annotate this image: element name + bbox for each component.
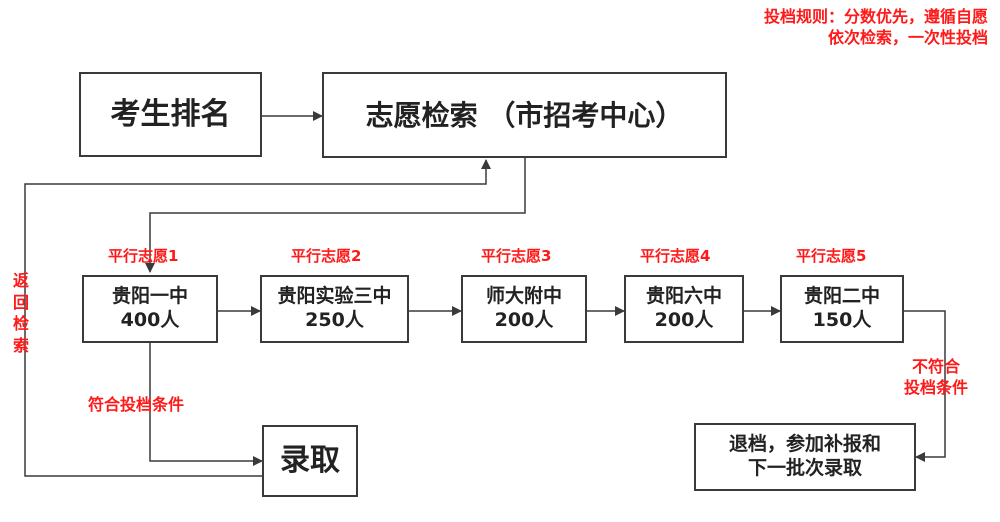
rank-node: 考生排名 bbox=[79, 72, 262, 157]
rule-line-1: 投档规则：分数优先，遵循自愿 bbox=[763, 7, 988, 26]
choice-3-label: 平行志愿3 bbox=[481, 247, 552, 265]
not-qualified-label: 不符合 投档条件 bbox=[904, 357, 968, 399]
choice-2-quota: 250人 bbox=[305, 309, 364, 331]
arrow-choice5-to-reject bbox=[904, 310, 946, 462]
return-char-4: 索 bbox=[13, 335, 30, 355]
rank-node-label: 考生排名 bbox=[110, 96, 231, 132]
choice-2-school: 贵阳实验三中 bbox=[277, 285, 392, 308]
rule-text: 投档规则：分数优先，遵循自愿 依次检索，一次性投档 bbox=[688, 7, 988, 49]
choice-1-node: 贵阳一中 400人 bbox=[82, 275, 218, 343]
choice-5-school: 贵阳二中 bbox=[803, 285, 880, 308]
choice-4-label: 平行志愿4 bbox=[640, 247, 711, 265]
choice-4-node: 贵阳六中 200人 bbox=[624, 275, 744, 343]
choice-5-node: 贵阳二中 150人 bbox=[780, 275, 904, 343]
choice-3-node: 师大附中 200人 bbox=[461, 275, 587, 343]
choice-1-quota: 400人 bbox=[120, 309, 180, 331]
arrow-return-to-search bbox=[24, 159, 491, 477]
choice-4-school: 贵阳六中 bbox=[645, 285, 722, 308]
choice-4-quota: 200人 bbox=[654, 309, 714, 331]
choice-1-label: 平行志愿1 bbox=[108, 247, 179, 265]
arrow-search-to-choice1 bbox=[145, 158, 526, 273]
reject-node: 退档，参加补报和 下一批次录取 bbox=[694, 423, 916, 491]
rule-line-2: 依次检索，一次性投档 bbox=[827, 27, 988, 47]
admit-node: 录取 bbox=[262, 425, 358, 497]
return-char-2: 回 bbox=[13, 292, 30, 312]
choice-1-school: 贵阳一中 bbox=[111, 285, 188, 308]
return-search-label: 返 回 检 索 bbox=[13, 270, 29, 356]
choice-5-label: 平行志愿5 bbox=[796, 247, 867, 265]
qualified-label: 符合投档条件 bbox=[88, 395, 185, 414]
choice-2-label: 平行志愿2 bbox=[291, 247, 362, 265]
search-node: 志愿检索 （市招考中心） bbox=[322, 72, 727, 158]
search-node-label: 志愿检索 （市招考中心） bbox=[365, 98, 684, 132]
choice-2-node: 贵阳实验三中 250人 bbox=[260, 275, 409, 343]
return-char-3: 检 bbox=[13, 314, 30, 334]
not-qualified-line-2: 投档条件 bbox=[904, 377, 969, 397]
reject-line-1: 退档，参加补报和 bbox=[728, 433, 881, 456]
choice-3-school: 师大附中 bbox=[485, 285, 562, 308]
arrow-choice1-to-admit bbox=[149, 343, 263, 466]
return-char-1: 返 bbox=[13, 271, 30, 290]
admit-node-label: 录取 bbox=[280, 443, 340, 479]
not-qualified-line-1: 不符合 bbox=[912, 357, 961, 376]
choice-5-quota: 150人 bbox=[812, 309, 872, 331]
reject-line-2: 下一批次录取 bbox=[747, 457, 862, 479]
choice-3-quota: 200人 bbox=[494, 309, 554, 331]
